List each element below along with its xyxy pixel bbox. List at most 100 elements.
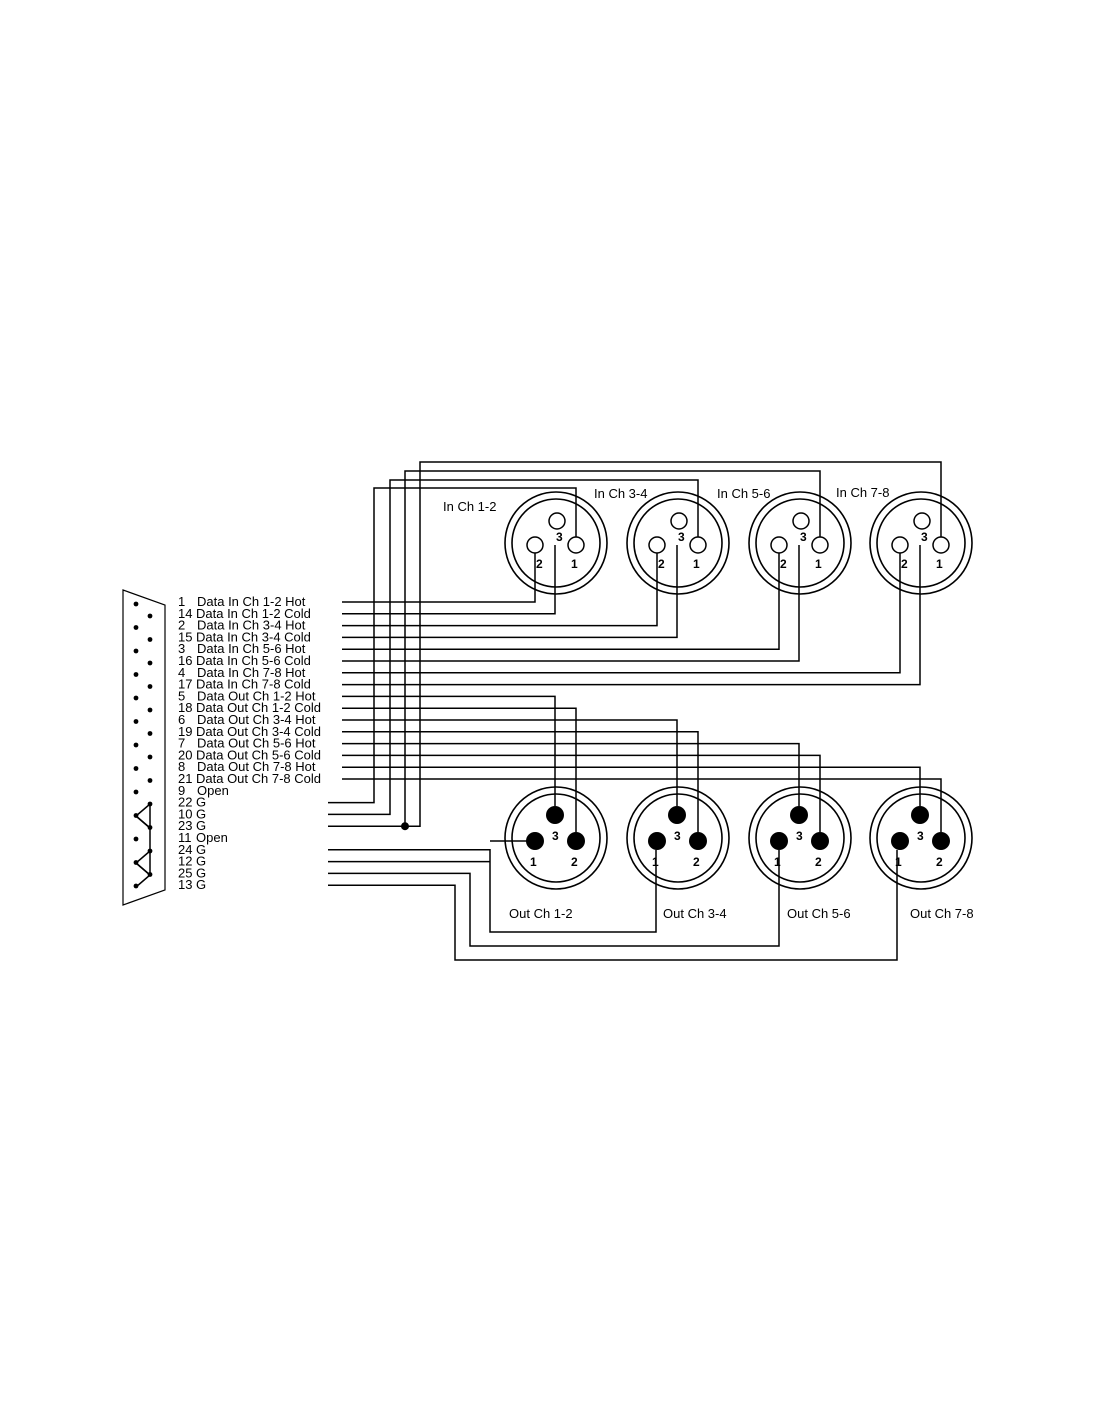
db25-pin-dot bbox=[133, 648, 139, 654]
wire bbox=[342, 545, 556, 615]
db25-pin-number: 3 bbox=[178, 641, 185, 656]
xlr-inner-ring bbox=[876, 793, 966, 883]
xlr-outer-ring bbox=[504, 491, 608, 595]
db25-pin-label: Data In Ch 3-4 Hot bbox=[197, 618, 306, 633]
db25-pin-label: G bbox=[196, 842, 206, 857]
xlr-pin-number: 1 bbox=[815, 557, 822, 571]
db25-pin-number: 21 bbox=[178, 771, 192, 786]
db25-pin-dot bbox=[133, 672, 139, 677]
db25-connector-body bbox=[122, 589, 166, 906]
db25-pin-dot bbox=[133, 766, 139, 771]
xlr-pin-2 bbox=[891, 536, 909, 554]
junction-dot bbox=[401, 822, 409, 831]
xlr-pin-3 bbox=[913, 512, 931, 530]
db25-pin-dot bbox=[147, 637, 153, 642]
xlr-inner-ring bbox=[633, 498, 723, 588]
xlr-pin-number: 2 bbox=[658, 557, 665, 571]
db25-pin-label: G bbox=[196, 877, 206, 892]
db25-pin-label: G bbox=[196, 795, 206, 810]
xlr-pin-number: 1 bbox=[530, 855, 537, 869]
db25-pin-dot bbox=[133, 719, 139, 724]
db25-pin-dot bbox=[133, 836, 139, 842]
db25-pin-label: Data Out Ch 5-6 Hot bbox=[197, 736, 316, 751]
db25-pin-dot bbox=[133, 695, 139, 701]
wire bbox=[342, 553, 658, 627]
db25-pin-dot bbox=[147, 731, 153, 736]
wire bbox=[342, 707, 577, 832]
db25-pin-number: 7 bbox=[178, 736, 185, 751]
wire bbox=[342, 545, 678, 639]
xlr-pin-number: 3 bbox=[674, 829, 681, 843]
xlr-pin-2 bbox=[648, 536, 666, 554]
xlr-pin-number: 1 bbox=[936, 557, 943, 571]
db25-pin-number: 2 bbox=[178, 618, 185, 633]
db25-pin-label: Data Out Ch 5-6 Cold bbox=[196, 747, 321, 762]
db25-pin-dot bbox=[147, 613, 153, 619]
xlr-pin-number: 3 bbox=[678, 530, 685, 544]
xlr-pin-1 bbox=[891, 832, 909, 850]
xlr-pin-3 bbox=[668, 806, 686, 824]
xlr-pin-1 bbox=[648, 832, 666, 850]
db25-pin-number: 6 bbox=[178, 712, 185, 727]
db25-pin-dot bbox=[133, 742, 139, 748]
wire bbox=[342, 545, 921, 686]
db25-pin-label: Data Out Ch 1-2 Hot bbox=[197, 688, 316, 703]
xlr-pin-number: 3 bbox=[800, 530, 807, 544]
xlr-pin-1 bbox=[689, 536, 707, 554]
wire bbox=[328, 487, 577, 804]
xlr-outer-ring bbox=[869, 786, 973, 890]
wire bbox=[328, 479, 699, 816]
db25-pin-dot bbox=[147, 684, 153, 689]
input-connector-label: In Ch 3-4 bbox=[594, 486, 647, 501]
db25-pin-number: 11 bbox=[178, 830, 192, 845]
db25-pin-label: Data Out Ch 3-4 Cold bbox=[196, 724, 321, 739]
xlr-inner-ring bbox=[511, 498, 601, 588]
xlr-pin-number: 1 bbox=[693, 557, 700, 571]
input-connector-label: In Ch 7-8 bbox=[836, 485, 889, 500]
xlr-pin-1 bbox=[526, 832, 544, 850]
db25-pin-label: Data In Ch 1-2 Cold bbox=[196, 606, 311, 621]
db25-pin-number: 25 bbox=[178, 865, 192, 880]
xlr-pin-1 bbox=[770, 832, 788, 850]
xlr-pin-number: 3 bbox=[917, 829, 924, 843]
db25-ground-jumpers bbox=[134, 802, 152, 888]
wire bbox=[342, 553, 536, 603]
db25-pin-number: 15 bbox=[178, 629, 192, 644]
db25-pin-dot bbox=[147, 778, 153, 783]
xlr-pin-number: 2 bbox=[536, 557, 543, 571]
db25-pin-number: 13 bbox=[178, 877, 192, 892]
xlr-pin-number: 2 bbox=[936, 855, 943, 869]
wires bbox=[328, 461, 942, 961]
xlr-pin-3 bbox=[792, 512, 810, 530]
db25-pin-number: 24 bbox=[178, 842, 192, 857]
wire bbox=[328, 850, 898, 961]
xlr-pin-2 bbox=[526, 536, 544, 554]
db25-pin-dot bbox=[133, 789, 139, 795]
db25-pin-number: 14 bbox=[178, 606, 192, 621]
output-connector-label: Out Ch 5-6 bbox=[787, 906, 851, 921]
db25-pin-label: Data In Ch 7-8 Cold bbox=[196, 677, 311, 692]
db25-pin-dot bbox=[147, 707, 153, 713]
wire bbox=[342, 553, 780, 650]
xlr-pin-3 bbox=[548, 512, 566, 530]
db25-pin-number: 20 bbox=[178, 747, 192, 762]
xlr-outer-ring bbox=[748, 491, 852, 595]
wire bbox=[342, 719, 678, 806]
db25-pin-dot bbox=[147, 754, 153, 760]
output-connector-label: Out Ch 7-8 bbox=[910, 906, 974, 921]
xlr-pin-number: 3 bbox=[556, 530, 563, 544]
xlr-outer-ring bbox=[504, 786, 608, 890]
db25-pin-number: 8 bbox=[178, 759, 185, 774]
db25-pin-label: Data In Ch 3-4 Cold bbox=[196, 629, 311, 644]
db25-pin-label: Data Out Ch 3-4 Hot bbox=[197, 712, 316, 727]
wire bbox=[342, 754, 821, 832]
xlr-pin-number: 1 bbox=[571, 557, 578, 571]
db25-pin-label: Open bbox=[196, 830, 228, 845]
